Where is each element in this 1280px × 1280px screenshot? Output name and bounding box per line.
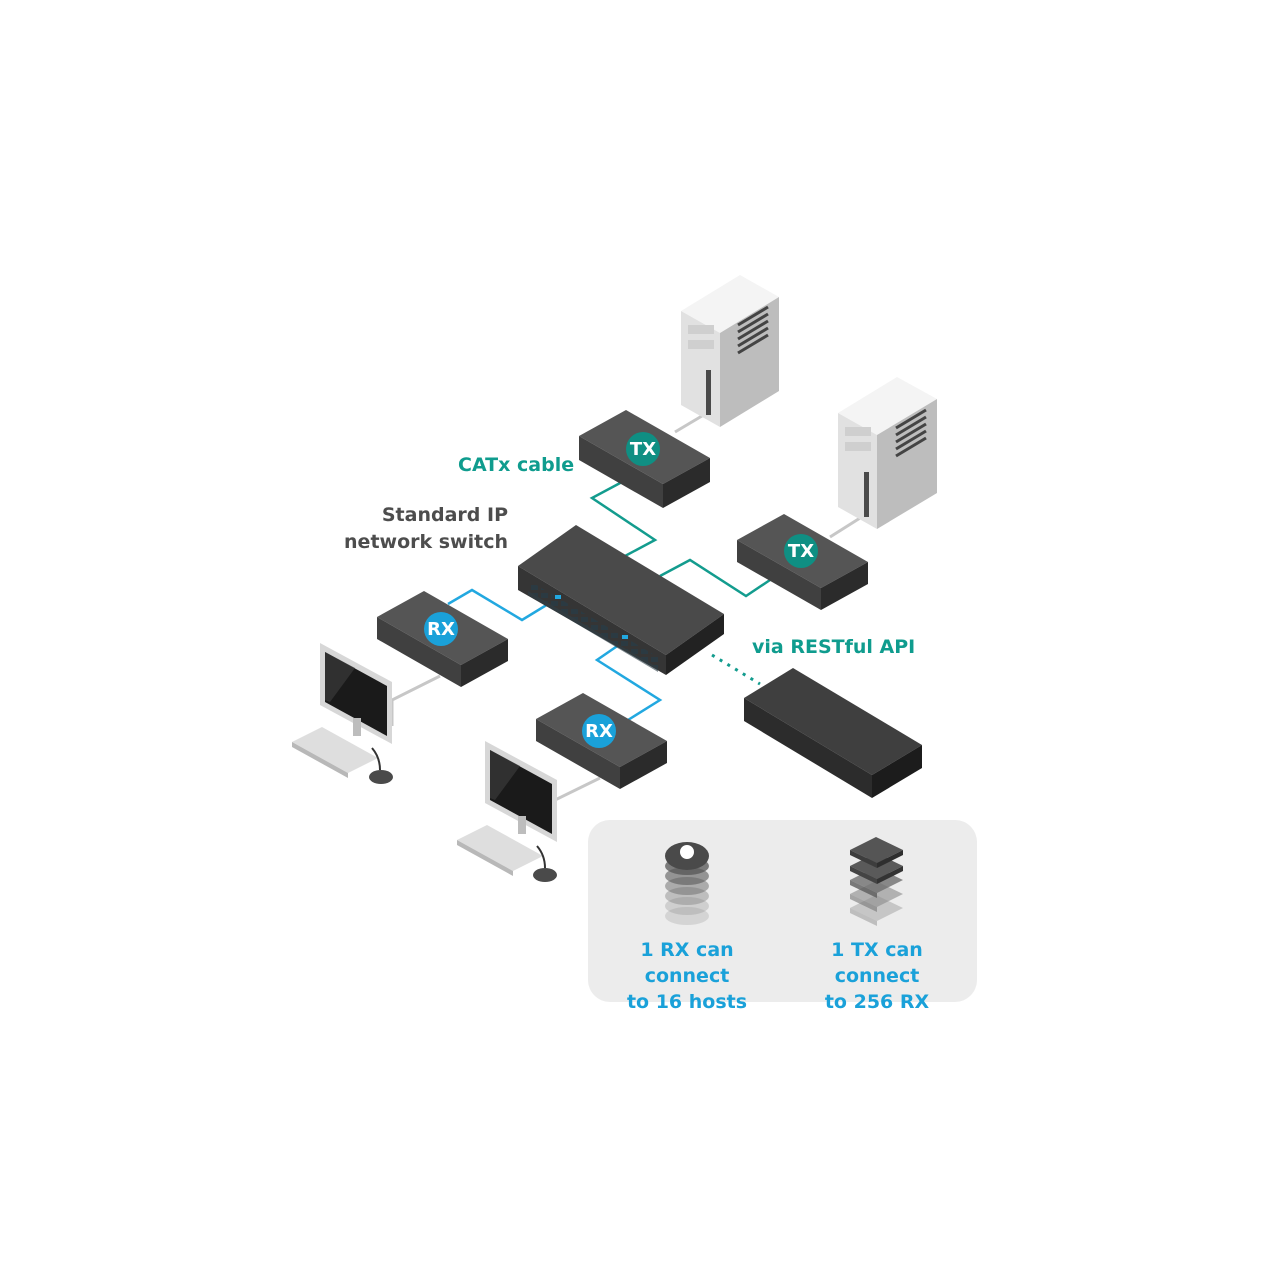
tx-capacity-caption: 1 TX can connect to 256 RX [786, 937, 968, 1015]
svg-text:TX: TX [788, 541, 814, 562]
switch-label: Standard IP network switch [344, 502, 508, 556]
workstation-2 [457, 741, 557, 882]
network-switch [518, 525, 724, 675]
keyboard-2 [457, 825, 543, 871]
switch-label-line1: Standard IP [381, 504, 508, 526]
keyboard-1 [292, 727, 378, 773]
rx-unit-2: RX [536, 693, 667, 789]
rx-caption-line1: 1 RX can connect [640, 939, 734, 987]
rx-cable-1 [447, 588, 559, 622]
port-led-1 [555, 595, 561, 599]
tx-badge-2 [784, 534, 818, 568]
tx-badge-1 [626, 432, 660, 466]
tx-receivers-icon [850, 837, 903, 926]
management-appliance [744, 668, 922, 798]
vent-grille [737, 305, 769, 355]
monitor-cable-2 [553, 776, 601, 826]
host-computer-2 [838, 377, 937, 529]
info-panel: 1 RX can connect to 16 hosts 1 TX can co… [588, 820, 977, 1013]
vent-grille [895, 408, 927, 458]
mouse-2 [533, 868, 557, 882]
tx-unit-1: TX [579, 410, 710, 508]
port-led-2 [622, 635, 628, 639]
rx-badge-2 [582, 714, 616, 748]
restful-api-link [711, 653, 761, 686]
catx-cable-tx1 [589, 480, 658, 558]
restful-api-label: via RESTful API [752, 636, 916, 658]
tx-caption-line2: to 256 RX [824, 991, 930, 1013]
catx-cable-label: CATx cable [458, 454, 575, 476]
workstation-1 [292, 643, 393, 784]
rx-caption-line2: to 16 hosts [626, 991, 748, 1013]
rx-unit-1: RX [377, 591, 508, 687]
info-panel-icons [665, 837, 903, 926]
switch-label-line2: network switch [344, 531, 508, 553]
rx-cable-2 [594, 638, 663, 722]
monitor-cable-1 [390, 674, 441, 726]
rx-badge-1 [424, 612, 458, 646]
svg-text:TX: TX [630, 439, 656, 460]
rx-hosts-icon [665, 842, 709, 925]
cables [390, 408, 869, 826]
mouse-1 [369, 770, 393, 784]
tx-caption-line1: 1 TX can connect [831, 939, 923, 987]
tx-unit-2: TX [737, 514, 868, 610]
switch-ports [528, 580, 658, 668]
svg-text:RX: RX [427, 619, 455, 640]
host-computer-1 [681, 275, 779, 427]
rx-capacity-caption: 1 RX can connect to 16 hosts [596, 937, 778, 1015]
catx-cable-tx2 [659, 558, 771, 598]
svg-text:RX: RX [585, 721, 613, 742]
